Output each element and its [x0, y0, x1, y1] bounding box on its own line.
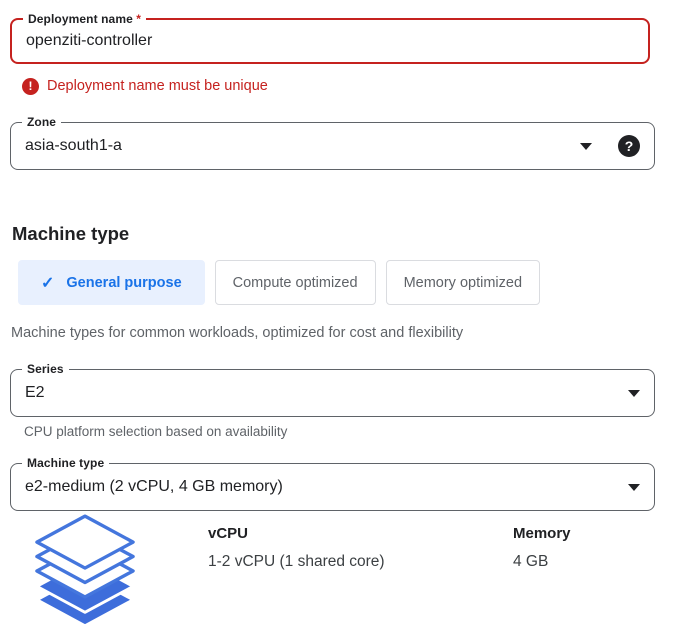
tab-general-purpose-label: General purpose: [66, 274, 182, 291]
chevron-down-icon: [580, 142, 592, 150]
chevron-down-icon: [628, 483, 640, 491]
deployment-name-label-text: Deployment name: [28, 12, 133, 26]
machine-type-value: e2-medium (2 vCPU, 4 GB memory): [25, 478, 283, 495]
spec-col-vcpu: vCPU 1-2 vCPU (1 shared core): [208, 514, 513, 631]
chevron-down-icon: [628, 389, 640, 397]
vcpu-value: 1-2 vCPU (1 shared core): [208, 553, 385, 570]
machine-family-description: Machine types for common workloads, opti…: [11, 325, 464, 341]
deployment-name-label: Deployment name *: [23, 12, 147, 26]
tab-memory-optimized[interactable]: Memory optimized: [385, 260, 541, 305]
machine-type-label: Machine type: [22, 456, 110, 470]
deployment-name-error: ! Deployment name must be unique: [22, 77, 655, 95]
zone-select[interactable]: Zone asia-south1-a ?: [10, 115, 655, 170]
series-helper-text: CPU platform selection based on availabi…: [24, 424, 288, 439]
machine-spec-row: vCPU 1-2 vCPU (1 shared core) Memory 4 G…: [10, 514, 655, 631]
tab-general-purpose[interactable]: ✓ General purpose: [18, 260, 205, 305]
series-value: E2: [25, 384, 45, 401]
series-select[interactable]: Series E2: [10, 362, 655, 417]
deployment-config-form: Deployment name * ! Deployment name must…: [0, 12, 680, 631]
tab-memory-optimized-label: Memory optimized: [403, 274, 523, 291]
machine-type-heading: Machine type: [12, 223, 130, 244]
help-icon[interactable]: ?: [618, 135, 640, 157]
error-message-text: Deployment name must be unique: [47, 78, 268, 94]
memory-header: Memory: [513, 525, 571, 542]
deployment-name-input[interactable]: [26, 32, 634, 50]
tab-compute-optimized-label: Compute optimized: [232, 274, 358, 291]
zone-label: Zone: [22, 115, 62, 129]
zone-value: asia-south1-a: [25, 137, 122, 154]
memory-value: 4 GB: [513, 553, 549, 570]
machine-family-tabs: ✓ General purpose Compute optimized Memo…: [18, 260, 655, 305]
machine-layers-icon: [35, 514, 135, 631]
deployment-name-field[interactable]: Deployment name *: [10, 12, 650, 64]
vcpu-header: vCPU: [208, 525, 249, 542]
tab-compute-optimized[interactable]: Compute optimized: [214, 260, 376, 305]
machine-type-select[interactable]: Machine type e2-medium (2 vCPU, 4 GB mem…: [10, 456, 655, 511]
spec-col-memory: Memory 4 GB: [513, 514, 571, 631]
error-icon: !: [22, 77, 39, 95]
check-icon: ✓: [41, 274, 55, 292]
required-asterisk: *: [136, 12, 142, 26]
series-label: Series: [22, 362, 69, 376]
